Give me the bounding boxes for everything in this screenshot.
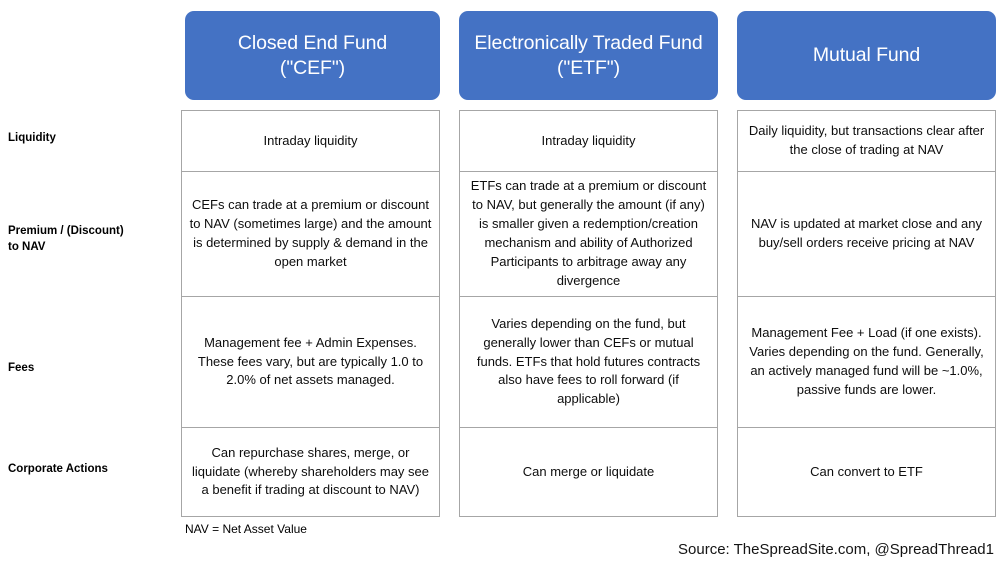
row-label-liquidity: Liquidity bbox=[8, 132, 56, 144]
cell-liquidity-cef: Intraday liquidity bbox=[181, 110, 440, 172]
row-label-corporate-actions: Corporate Actions bbox=[8, 463, 108, 475]
source-attribution: Source: TheSpreadSite.com, @SpreadThread… bbox=[678, 541, 994, 558]
column-header-mutual-fund: Mutual Fund bbox=[737, 11, 996, 100]
column-header-etf-line1: Electronically Traded Fund bbox=[474, 31, 703, 54]
cell-corporate-actions-mutual-fund: Can convert to ETF bbox=[737, 427, 996, 517]
column-header-etf: Electronically Traded Fund ("ETF") bbox=[459, 11, 718, 100]
column-header-mutual-fund-line1: Mutual Fund bbox=[812, 44, 921, 67]
cell-fees-etf: Varies depending on the fund, but genera… bbox=[459, 296, 718, 428]
nav-definition-note: NAV = Net Asset Value bbox=[185, 522, 307, 536]
cell-liquidity-etf: Intraday liquidity bbox=[459, 110, 718, 172]
column-header-cef-line2: ("CEF") bbox=[279, 56, 346, 79]
cell-liquidity-mutual-fund: Daily liquidity, but transactions clear … bbox=[737, 110, 996, 172]
column-header-etf-line2: ("ETF") bbox=[557, 56, 620, 79]
cell-fees-cef: Management fee + Admin Expenses. These f… bbox=[181, 296, 440, 428]
row-label-premium-discount-to-nav: Premium / (Discount)to NAV bbox=[8, 225, 124, 253]
column-header-cef-line1: Closed End Fund bbox=[237, 31, 388, 54]
cell-premium-discount-cef: CEFs can trade at a premium or discount … bbox=[181, 171, 440, 297]
cell-corporate-actions-etf: Can merge or liquidate bbox=[459, 427, 718, 517]
cell-fees-mutual-fund: Management Fee + Load (if one exists). V… bbox=[737, 296, 996, 428]
cell-corporate-actions-cef: Can repurchase shares, merge, or liquida… bbox=[181, 427, 440, 517]
column-headers: Closed End Fund ("CEF") Electronically T… bbox=[0, 11, 1000, 100]
cell-premium-discount-etf: ETFs can trade at a premium or discount … bbox=[459, 171, 718, 297]
column-header-cef: Closed End Fund ("CEF") bbox=[185, 11, 440, 100]
cell-premium-discount-mutual-fund: NAV is updated at market close and any b… bbox=[737, 171, 996, 297]
row-label-fees: Fees bbox=[8, 362, 35, 374]
